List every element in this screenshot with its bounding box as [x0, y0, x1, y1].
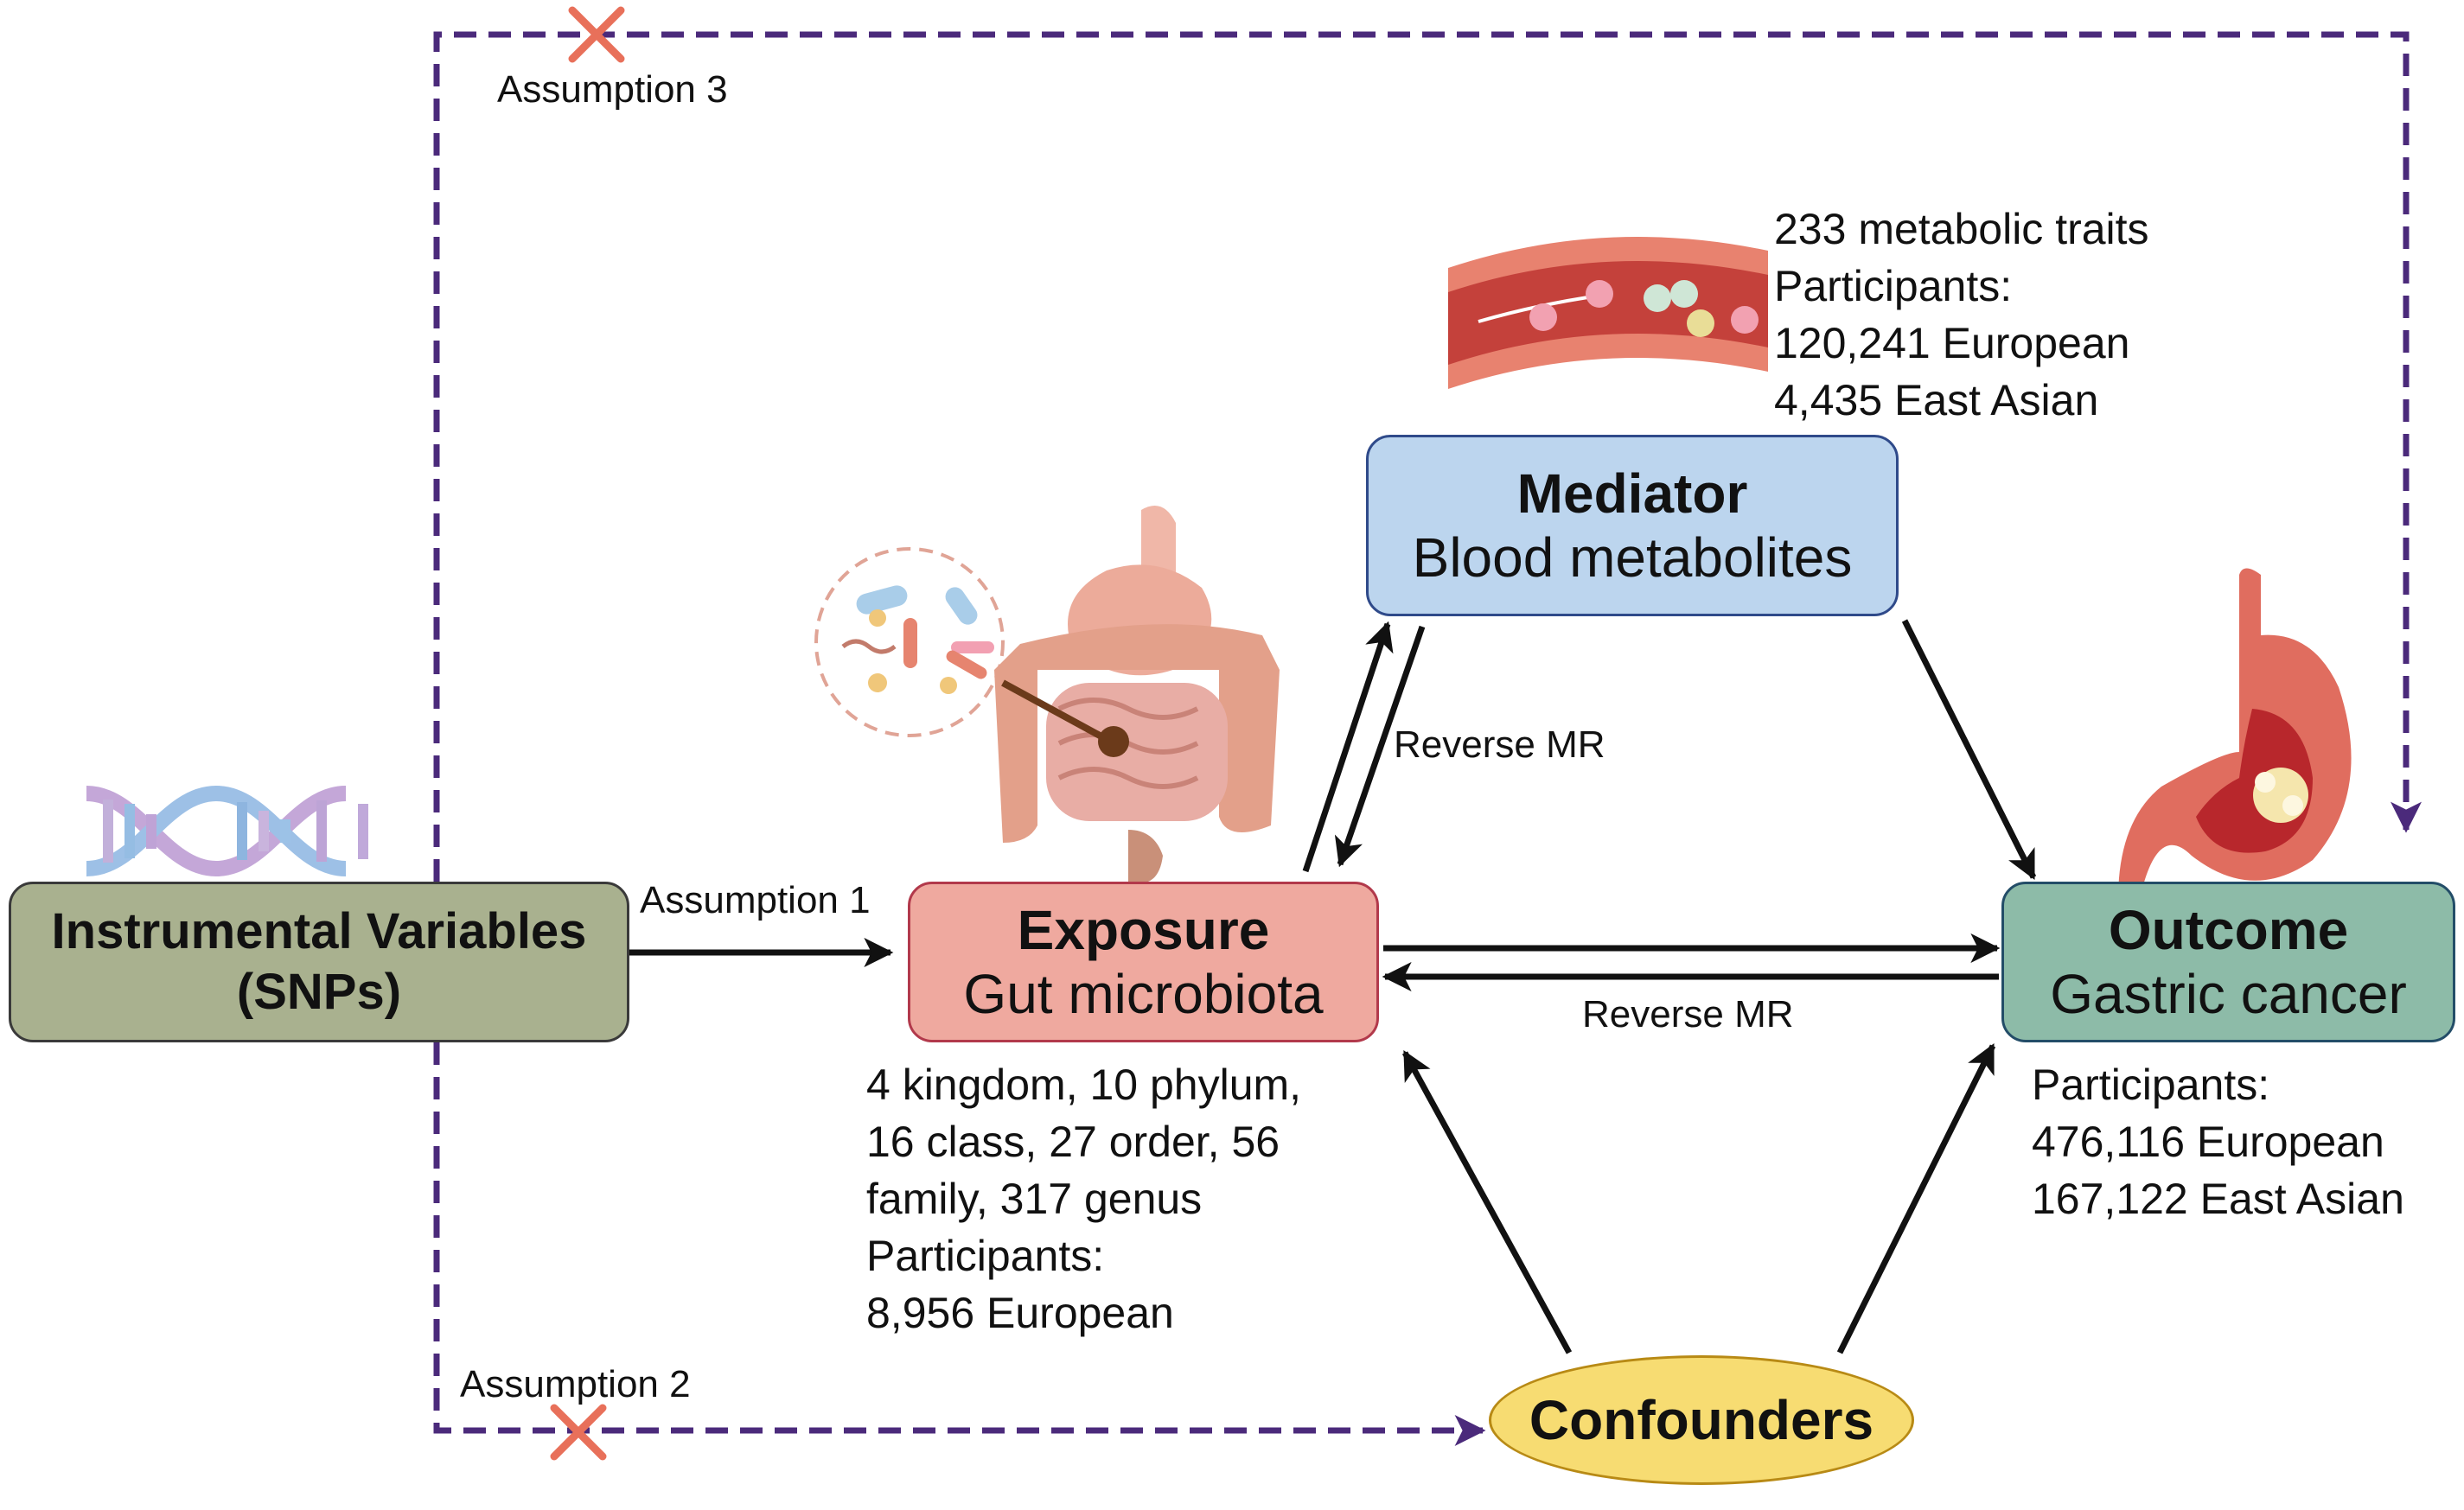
stomach-tumor-icon [2118, 568, 2352, 899]
cross-mark-icon [568, 6, 625, 63]
outcome-box: Outcome Gastric cancer [2001, 882, 2455, 1042]
mediator-info-line: 233 metabolic traits [1774, 205, 2149, 253]
arrow-confounders-to-outcome [1836, 1042, 1996, 1354]
exposure-info-line: 8,956 European [866, 1289, 1174, 1337]
outcome-info-line: Participants: [2032, 1061, 2270, 1109]
mediator-info-line: 4,435 East Asian [1774, 376, 2099, 424]
mediator-title: Mediator [1516, 462, 1748, 525]
outcome-info-line: 476,116 European [2032, 1118, 2384, 1166]
exposure-box: Exposure Gut microbiota [908, 882, 1379, 1042]
reverse-mr-mediator-label: Reverse MR [1394, 723, 1605, 766]
arrow-confounders-to-exposure [1401, 1050, 1573, 1354]
blood-vessel-icon [1448, 237, 1768, 389]
mediator-box: Mediator Blood metabolites [1366, 435, 1899, 616]
arrow-mediator-to-exposure-reverse [1334, 625, 1426, 868]
mediator-info-line: Participants: [1774, 262, 2013, 310]
outcome-subtitle: Gastric cancer [2050, 963, 2407, 1025]
assumption-2-path [433, 1042, 1486, 1446]
exposure-info-line: 16 class, 27 order, 56 [866, 1118, 1280, 1166]
confounders-ellipse: Confounders [1489, 1355, 1914, 1485]
assumption-3-path [433, 31, 2422, 882]
mediator-info-line: 120,241 European [1774, 319, 2130, 367]
outcome-info-line: 167,122 East Asian [2032, 1175, 2404, 1223]
iv-title-line2: (SNPs) [236, 964, 402, 1020]
assumption-2-label: Assumption 2 [460, 1363, 691, 1405]
arrow-mediator-to-outcome [1901, 619, 2037, 881]
confounders-title: Confounders [1529, 1389, 1874, 1451]
cross-mark-icon [550, 1404, 607, 1461]
digestive-system-icon [994, 506, 1280, 883]
assumption-1-label: Assumption 1 [640, 879, 871, 921]
exposure-info-line: 4 kingdom, 10 phylum, [866, 1061, 1302, 1109]
exposure-title: Exposure [1017, 898, 1270, 961]
mediator-info: 233 metabolic traits Participants: 120,2… [1774, 201, 2149, 429]
outcome-info: Participants: 476,116 European 167,122 E… [2032, 1056, 2404, 1227]
exposure-subtitle: Gut microbiota [963, 963, 1324, 1025]
instrumental-variables-box: Instrumental Variables (SNPs) [9, 882, 629, 1042]
reverse-mr-outcome-label: Reverse MR [1582, 993, 1794, 1035]
bacteria-circle-icon [814, 547, 1005, 737]
exposure-info-line: family, 317 genus [866, 1175, 1203, 1223]
iv-title-line1: Instrumental Variables [51, 903, 587, 960]
arrow-exposure-to-mediator [1302, 621, 1394, 873]
outcome-title: Outcome [2108, 898, 2349, 961]
mediator-subtitle: Blood metabolites [1412, 526, 1853, 589]
dna-helix-icon [86, 785, 368, 877]
exposure-info-line: Participants: [866, 1232, 1105, 1280]
exposure-info: 4 kingdom, 10 phylum, 16 class, 27 order… [866, 1056, 1301, 1341]
assumption-3-label: Assumption 3 [497, 68, 728, 111]
